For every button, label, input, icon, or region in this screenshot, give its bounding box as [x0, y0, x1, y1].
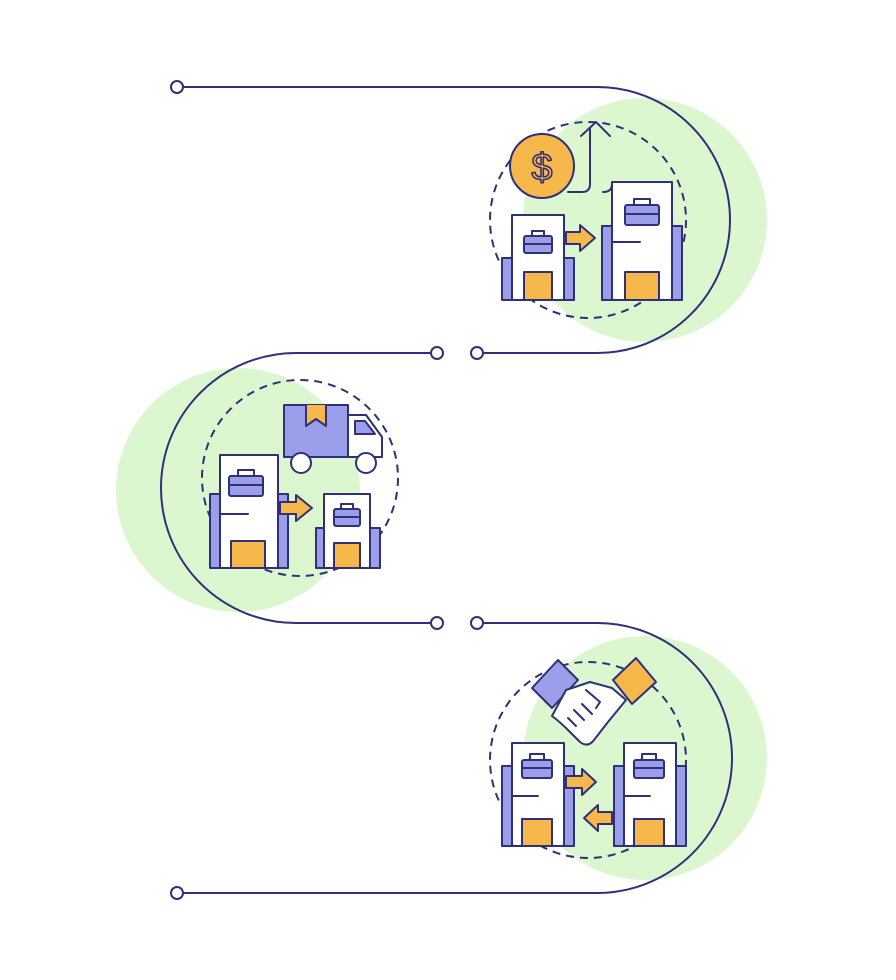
exchange-arrows-icon	[565, 768, 613, 832]
business-partnership-icon	[501, 657, 687, 847]
transfer-arrow-icon	[279, 494, 313, 522]
left-arrow	[583, 804, 613, 832]
business-relocation-icon	[209, 404, 383, 569]
dashed-rings	[201, 121, 687, 859]
timeline-node-2b	[470, 616, 484, 630]
coin-symbol: $	[531, 147, 552, 189]
timeline-path	[160, 86, 733, 894]
large-office-building-icon	[601, 181, 683, 301]
delivery-truck-icon	[283, 404, 383, 474]
timeline-start-node	[170, 80, 184, 94]
hands	[551, 681, 627, 746]
left-cuff	[531, 659, 579, 709]
timeline-node-1b	[470, 346, 484, 360]
handshake-icon	[531, 657, 657, 746]
small-office-building-icon	[315, 493, 381, 569]
office-building-icon	[501, 742, 575, 847]
dollar-coin-icon: $	[509, 133, 575, 199]
timeline-node-2a	[430, 616, 444, 630]
office-building-icon	[613, 742, 687, 847]
timeline-end-node	[170, 886, 184, 900]
right-cuff	[612, 657, 657, 705]
right-arrow	[565, 768, 597, 796]
truck-wheel	[290, 452, 312, 474]
timeline-nodes	[170, 80, 484, 900]
small-office-building-icon	[501, 214, 575, 301]
truck-wheel	[355, 452, 377, 474]
business-growth-icon: $	[501, 121, 683, 301]
large-office-building-icon	[209, 454, 289, 569]
timeline-node-1a	[430, 346, 444, 360]
box-icon	[305, 404, 327, 427]
transfer-arrow-icon	[565, 224, 596, 252]
